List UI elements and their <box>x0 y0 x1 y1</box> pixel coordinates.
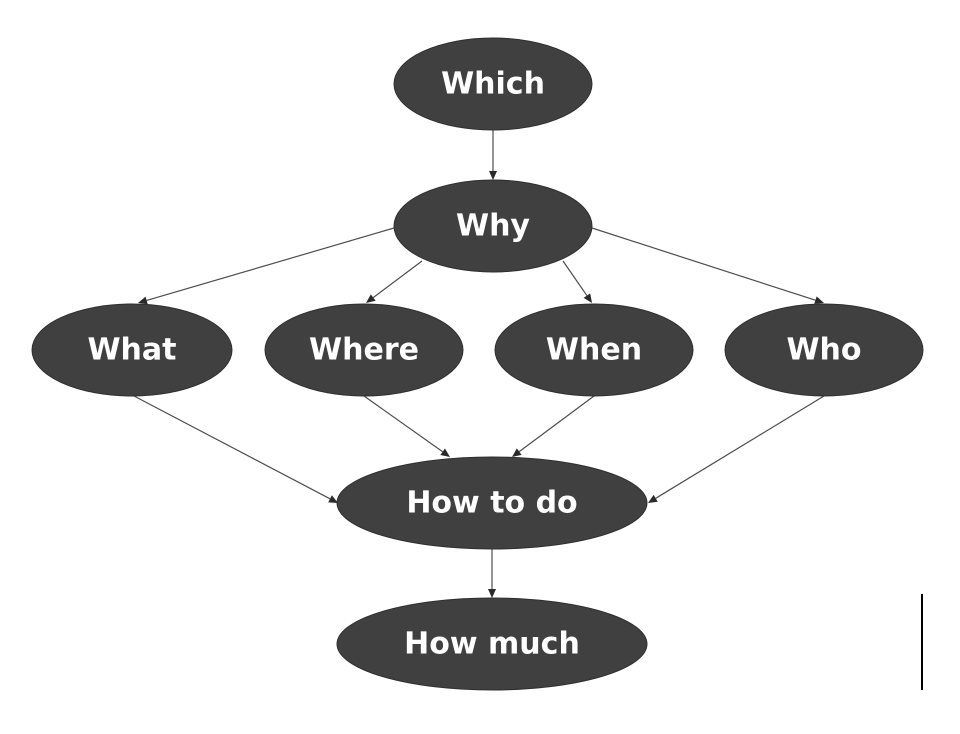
arrowhead-icon <box>512 448 522 457</box>
node-label: When <box>546 333 642 368</box>
edge-which-to-why <box>489 130 497 180</box>
arrowhead-icon <box>366 294 376 303</box>
edge-line <box>372 260 423 299</box>
node-where: Where <box>264 303 464 397</box>
node-ellipse <box>724 303 924 397</box>
edge-where-to-how-to-do <box>363 395 450 457</box>
node-ellipse <box>393 37 593 131</box>
arrowhead-icon <box>328 495 338 503</box>
node-ellipse <box>31 303 233 397</box>
node-label: Why <box>456 209 530 244</box>
node-how-much: How much <box>336 597 648 691</box>
node-label: How to do <box>406 486 577 521</box>
edge-line <box>518 395 595 453</box>
arrowhead-icon <box>488 589 496 598</box>
node-how-to-do: How to do <box>336 456 648 550</box>
node-ellipse <box>264 303 464 397</box>
edges-layer <box>133 130 825 598</box>
edge-line <box>133 395 331 500</box>
arrowhead-icon <box>814 296 824 305</box>
node-label: Where <box>309 333 419 368</box>
node-ellipse <box>393 179 593 273</box>
arrowhead-icon <box>489 171 497 180</box>
node-ellipse <box>336 456 648 550</box>
node-what: What <box>31 303 233 397</box>
node-label: Who <box>786 333 861 368</box>
edge-how-to-do-to-how-much <box>488 549 496 598</box>
node-which: Which <box>393 37 593 131</box>
node-label: Which <box>441 67 545 102</box>
node-ellipse <box>494 303 694 397</box>
edge-line <box>363 395 444 453</box>
edge-why-to-who <box>591 227 824 305</box>
edge-who-to-how-to-do <box>648 395 825 503</box>
edge-why-to-what <box>138 227 395 305</box>
arrowhead-icon <box>138 296 148 305</box>
edge-line <box>562 260 588 296</box>
arrowhead-icon <box>440 448 450 457</box>
arrowhead-icon <box>583 293 592 303</box>
edge-line <box>591 227 816 301</box>
node-label: What <box>87 333 176 368</box>
node-ellipse <box>336 597 648 691</box>
edge-what-to-how-to-do <box>133 395 338 503</box>
node-label: How much <box>404 627 580 662</box>
edge-line <box>146 227 395 302</box>
edge-why-to-where <box>366 260 423 303</box>
edge-why-to-when <box>562 260 592 303</box>
node-who: Who <box>724 303 924 397</box>
edge-line <box>655 395 825 499</box>
node-when: When <box>494 303 694 397</box>
edge-when-to-how-to-do <box>512 395 595 457</box>
arrowhead-icon <box>648 494 658 503</box>
node-why: Why <box>393 179 593 273</box>
